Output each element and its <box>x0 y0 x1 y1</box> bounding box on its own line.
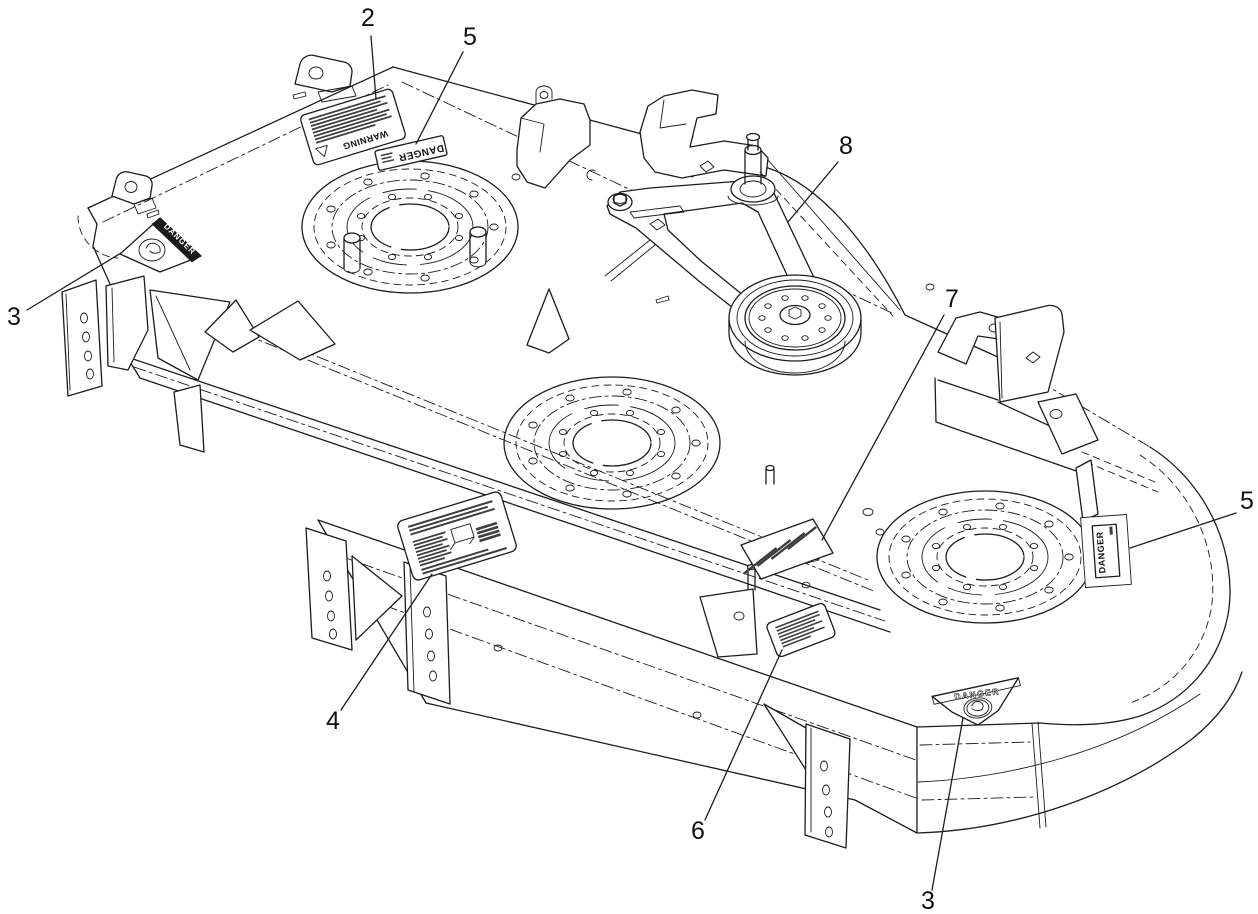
left-spindle <box>301 160 519 294</box>
decal-danger-triangle-bottom: DANGER <box>931 677 1021 726</box>
callout-number: 3 <box>7 303 21 331</box>
back-rail-lugs <box>111 54 357 215</box>
callout-5-right: 5 <box>1129 487 1254 549</box>
decal-danger-strip-top: DANGER <box>374 135 448 171</box>
callout-number: 5 <box>1240 487 1254 515</box>
decal-danger-strip-right: DANGER <box>1080 514 1132 588</box>
danger-strip-right-title: DANGER <box>1095 531 1108 574</box>
decal-operating-label <box>397 491 517 581</box>
callout-number: 6 <box>691 817 705 845</box>
leader-line <box>26 252 122 311</box>
callout-3-left: 3 <box>7 252 122 331</box>
decal-warning-label: WARNING <box>300 88 406 166</box>
callout-6: 6 <box>691 649 783 845</box>
leader-line <box>340 573 433 711</box>
leader-line <box>415 51 464 145</box>
gauge-wheel-bracket-right <box>763 703 851 849</box>
belt-cover-brackets <box>516 85 901 317</box>
leader-line <box>821 314 945 541</box>
callout-number: 5 <box>463 23 477 51</box>
callout-4: 4 <box>326 573 433 735</box>
idler-arm-pulley-assembly <box>604 132 862 376</box>
callout-number: 2 <box>361 4 375 32</box>
callout-3-bottom: 3 <box>921 717 964 914</box>
warning-triangle-icon <box>315 144 328 158</box>
gauge-wheel-brackets-left <box>61 275 336 453</box>
callout-number: 3 <box>921 887 935 914</box>
leader-line <box>704 649 783 821</box>
callout-5-top: 5 <box>415 23 477 145</box>
leader-line <box>931 717 964 891</box>
callout-8: 8 <box>787 132 853 223</box>
decal-height-of-cut-label <box>740 518 834 580</box>
callout-2: 2 <box>361 4 377 100</box>
leader-line <box>1129 512 1237 549</box>
decal-danger-triangle-left: DANGER <box>119 217 202 273</box>
callout-number: 8 <box>839 132 853 160</box>
blade-hazard-pictogram-icon <box>963 697 993 719</box>
front-gusset-bracket <box>699 564 758 658</box>
leader-line <box>370 35 377 100</box>
middle-spindle <box>503 288 721 510</box>
leader-line <box>787 161 839 223</box>
right-spindle <box>765 464 1094 624</box>
right-side-brackets <box>934 304 1159 522</box>
callout-number: 7 <box>945 285 959 313</box>
blade-hazard-pictogram-icon <box>138 238 166 262</box>
deck-pictogram-icon <box>450 523 475 544</box>
callout-7: 7 <box>821 285 959 541</box>
callout-number: 4 <box>326 707 340 735</box>
decal-small-instruction-label <box>766 602 836 658</box>
